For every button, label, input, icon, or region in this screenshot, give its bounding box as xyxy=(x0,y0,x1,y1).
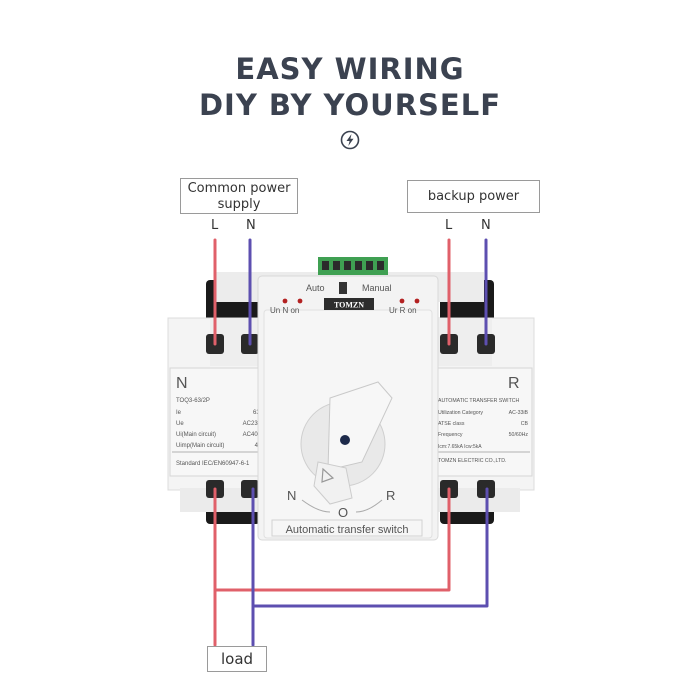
backup-n-label: N xyxy=(481,218,491,233)
spec-name: Ui(Main circuit) xyxy=(176,432,216,438)
right-side-letter: R xyxy=(508,375,520,392)
right-indicator-labels: Ur R on xyxy=(389,306,417,315)
common-n-label: N xyxy=(246,218,256,233)
spec-name: ATSE class xyxy=(438,421,465,427)
model-label: TOQ3-63/2P xyxy=(176,398,210,404)
footer-label: Automatic transfer switch xyxy=(286,524,409,536)
dial-o-label: O xyxy=(338,505,348,520)
spec-name: Ie xyxy=(176,410,182,416)
spec-name: Ue xyxy=(176,421,184,427)
spec-name: Uimp(Main circuit) xyxy=(176,443,224,449)
dial-r-label: R xyxy=(386,488,395,503)
spec-value: 50/60Hz xyxy=(509,432,529,438)
standard-label: Standard IEC/EN60947-6-1 xyxy=(176,461,250,467)
backup-l-label: L xyxy=(445,218,453,233)
right-spec-list: Utilization Category AC-33iB ATSE class CB F… xyxy=(438,410,529,438)
mode-manual-label: Manual xyxy=(362,283,392,293)
manufacturer-label: TOMZN ELECTRIC CO.,LTD. xyxy=(438,458,506,464)
spec-value: AC-33iB xyxy=(509,410,529,416)
rotary-handle[interactable] xyxy=(313,381,393,505)
common-l-label: L xyxy=(211,218,219,233)
spec-name: Frequency xyxy=(438,432,463,438)
right-specs-extra: Icm:7.65kA Icw:5kA xyxy=(438,444,482,450)
right-title: AUTOMATIC TRANSFER SWITCH xyxy=(438,398,520,404)
mode-selector-switch[interactable] xyxy=(339,282,347,294)
brand-label: TOMZN xyxy=(334,301,364,310)
headline-line-2: DIY BY YOURSELF xyxy=(198,88,502,122)
spec-name: Utilization Category xyxy=(438,410,483,416)
indicator-leds xyxy=(282,298,420,304)
load-neutral-wire-right xyxy=(251,487,489,608)
load-live-wire-right xyxy=(213,487,451,592)
backup-power-label: backup power xyxy=(407,180,540,213)
left-indicator-labels: Un N on xyxy=(270,306,299,315)
left-side-letter: N xyxy=(176,375,188,392)
brand-plate xyxy=(324,298,374,310)
common-power-label: Common power supply xyxy=(180,178,298,214)
spec-value: AC230V xyxy=(243,421,265,427)
dial-arrow-icon xyxy=(321,467,335,483)
spec-value: CB xyxy=(521,421,529,427)
headline-line-1: EASY WIRING xyxy=(235,52,465,86)
dial-n-label: N xyxy=(287,488,296,503)
spec-value: AC400V xyxy=(243,432,265,438)
load-label: load xyxy=(207,646,267,672)
mode-auto-label: Auto xyxy=(306,283,325,293)
lightning-bolt-icon xyxy=(340,130,360,150)
